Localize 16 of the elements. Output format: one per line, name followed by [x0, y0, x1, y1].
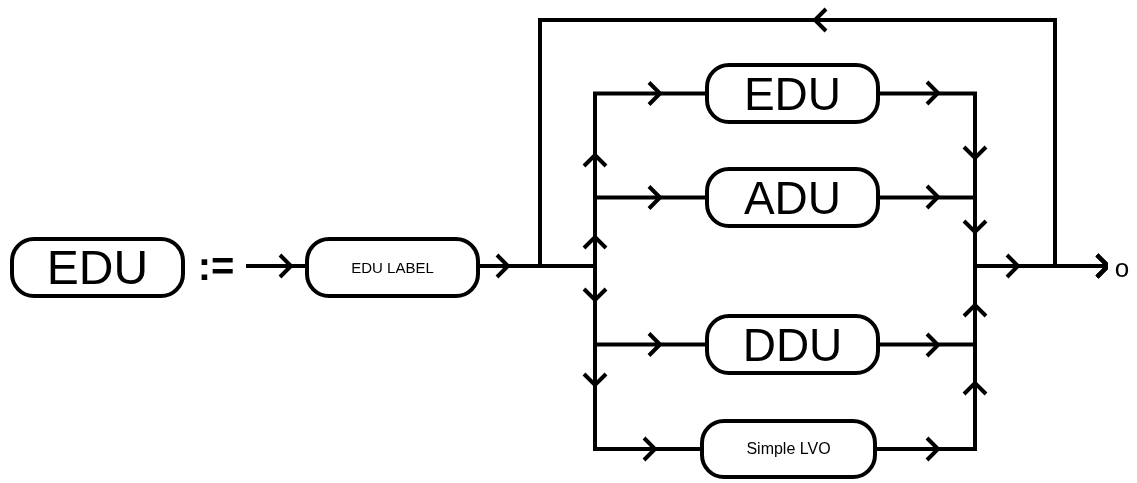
box-label: Simple LVO [746, 441, 831, 457]
arrow [246, 253, 305, 279]
symbol-text: := [197, 246, 235, 286]
box-label: ADU [743, 174, 842, 221]
box-label: EDU LABEL [351, 260, 434, 275]
rounded-box [305, 237, 480, 298]
rounded-box [705, 167, 880, 228]
symbol-text: o [1114, 255, 1130, 281]
arrow [877, 253, 1110, 451]
rounded-box [705, 314, 880, 375]
box-label: DDU [742, 321, 843, 368]
rounded-box [705, 63, 880, 124]
box-label: EDU [743, 70, 842, 117]
box-label: EDU [46, 243, 149, 292]
rounded-box [700, 419, 877, 479]
rounded-box [10, 237, 185, 298]
